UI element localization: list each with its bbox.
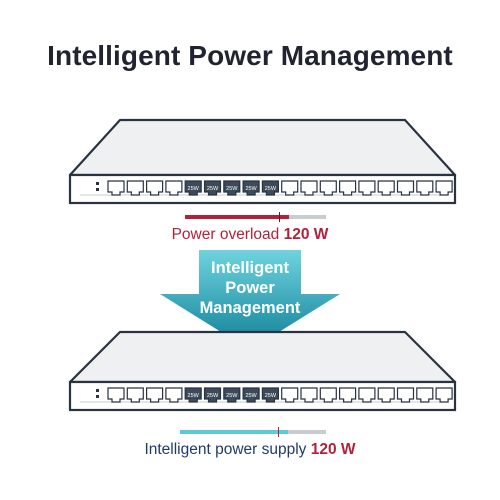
poe-port: [203, 387, 222, 403]
ports-top: 25W 25W 25W 25W 25W: [96, 180, 453, 196]
port-wattage-label: 25W: [265, 393, 277, 399]
ethernet-port: [165, 180, 183, 196]
ethernet-port: [339, 387, 357, 403]
supply-value: 120 W: [310, 441, 356, 458]
arrow-label-line-3: Management: [199, 299, 301, 317]
ethernet-port: [416, 387, 434, 403]
poe-port: [261, 180, 279, 196]
port-wattage-label: 25W: [245, 186, 257, 192]
power-meter-top: [185, 212, 326, 222]
arrow-label-line-2: Power: [225, 279, 275, 297]
ethernet-port: [396, 387, 415, 403]
poe-port: [261, 387, 279, 403]
ethernet-port: [435, 387, 453, 403]
power-overload-caption: Power overload 120 W: [0, 226, 500, 244]
port-wattage-label: 25W: [245, 393, 257, 399]
port-wattage-label: 25W: [188, 393, 200, 399]
ethernet-port: [107, 387, 125, 403]
ethernet-port: [281, 387, 299, 403]
ethernet-port: [319, 180, 337, 196]
ethernet-port: [107, 180, 125, 196]
ethernet-port: [126, 387, 144, 403]
arrow-label: Intelligent Power Management: [190, 258, 310, 318]
ethernet-port: [319, 387, 337, 403]
poe-port: [242, 387, 260, 403]
status-led: [96, 395, 99, 398]
poe-port: [184, 180, 202, 196]
page-title: Intelligent Power Management: [47, 40, 453, 71]
status-led: [96, 182, 99, 185]
ethernet-port: [358, 180, 376, 196]
status-led: [96, 389, 99, 392]
ethernet-port: [377, 180, 395, 196]
ethernet-port: [358, 387, 376, 403]
power-supply-caption: Intelligent power supply 120 W: [0, 441, 500, 459]
poe-port: [223, 387, 241, 403]
supply-label: Intelligent power supply: [144, 441, 311, 458]
poe-port: [242, 180, 260, 196]
status-led: [96, 188, 99, 191]
ethernet-port: [126, 180, 144, 196]
ethernet-port: [300, 387, 318, 403]
poe-port: [184, 387, 202, 403]
ethernet-port: [146, 180, 164, 196]
ethernet-port: [435, 180, 453, 196]
ethernet-port: [416, 180, 434, 196]
network-switch-top: 25W 25W 25W 25W 25W: [68, 118, 457, 205]
port-wattage-label: 25W: [265, 186, 277, 192]
network-switch-bottom: 25W 25W 25W 25W 25W: [68, 330, 457, 412]
ethernet-port: [396, 180, 415, 196]
port-wattage-label: 25W: [226, 393, 238, 399]
poe-port: [203, 180, 222, 196]
port-wattage-label: 25W: [207, 186, 219, 192]
port-wattage-label: 25W: [207, 393, 219, 399]
ethernet-port: [300, 180, 318, 196]
ethernet-port: [339, 180, 357, 196]
port-wattage-label: 25W: [226, 186, 238, 192]
overload-label: Power overload: [171, 226, 284, 243]
ethernet-port: [146, 387, 164, 403]
port-wattage-label: 25W: [188, 186, 200, 192]
poe-port: [223, 180, 241, 196]
arrow-label-line-1: Intelligent: [211, 259, 289, 277]
ethernet-port: [281, 180, 299, 196]
overload-value: 120 W: [283, 226, 329, 243]
ethernet-port: [165, 387, 183, 403]
ethernet-port: [377, 387, 395, 403]
ports-bottom: 25W 25W 25W 25W 25W: [96, 387, 453, 403]
power-meter-bottom: [180, 427, 326, 437]
